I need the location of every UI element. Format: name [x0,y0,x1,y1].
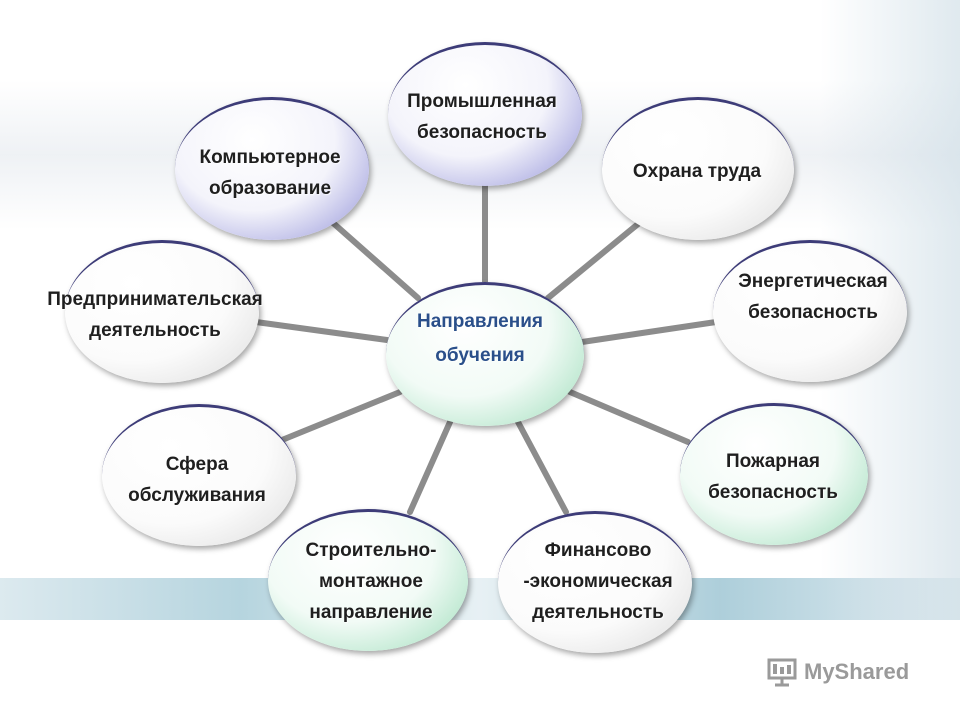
label-finance-line3: деятельность [532,602,664,623]
label-fire-line2: безопасность [708,482,838,503]
connector-energy [579,319,719,345]
label-industrial: Промышленная безопасность [407,86,557,148]
connector-construction [407,419,453,515]
label-center: Направления обучения [417,305,543,373]
label-service: Сфера обслуживания [128,449,266,511]
label-energy: Энергетическая безопасность [738,266,887,328]
label-fire: Пожарная безопасность [708,446,838,508]
label-construction: Строительно- монтажное направление [306,535,437,628]
label-construction-line1: Строительно- [305,540,437,561]
bg-stripe-bottom [0,578,960,620]
label-construction-line2: монтажное [319,571,423,592]
connector-business [253,319,390,343]
label-fire-line1: Пожарная [725,451,821,472]
node-center [386,282,584,426]
label-business-line2: деятельность [89,320,221,341]
label-construction-line3: направление [309,602,433,623]
label-finance: Финансово -экономическая деятельность [523,535,672,628]
node-fire [680,403,868,545]
label-labor-line1: Охрана труда [632,161,762,182]
label-finance-line2: -экономическая [523,571,673,592]
node-energy [713,240,907,382]
connector-service [279,389,403,443]
label-computer-line1: Компьютерное [199,147,341,168]
connector-computer [329,219,421,301]
label-energy-line1: Энергетическая [738,271,888,292]
presentation-screen-icon [767,658,797,687]
myshared-watermark: MyShared [766,656,909,688]
node-computer [175,97,369,240]
label-center-line1: Направления [417,311,543,332]
label-energy-line2: безопасность [748,302,878,323]
label-finance-line1: Финансово [544,540,652,561]
watermark-text: MyShared [804,659,910,684]
label-computer: Компьютерное образование [199,142,340,204]
connector-labor [545,221,641,301]
label-business-line1: Предпринимательская [47,289,263,310]
connector-finance [515,419,569,515]
label-business: Предпринимательская деятельность [47,284,263,346]
label-industrial-line1: Промышленная [407,91,557,112]
label-computer-line2: образование [208,178,332,199]
connector-fire [567,389,691,445]
label-service-line1: Сфера [165,454,229,475]
label-center-line2: обучения [435,345,525,366]
label-labor: Охрана труда [633,156,761,187]
label-industrial-line2: безопасность [417,122,547,143]
label-service-line2: обслуживания [128,485,266,506]
